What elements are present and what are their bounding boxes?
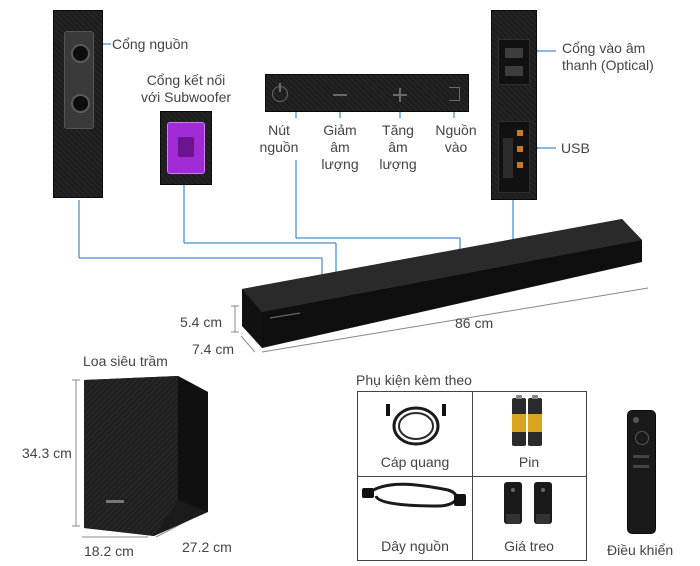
remote-dpad — [635, 431, 649, 445]
optical-port-slot-bottom — [505, 66, 523, 76]
accessories-title: Phụ kiện kèm theo — [356, 372, 472, 388]
btn-power-label: Nút nguồn — [256, 122, 302, 156]
remote-label: Điều khiển — [607, 542, 674, 558]
vol-down-label-line3: lượng — [321, 156, 359, 172]
optical-label-line2: thanh (Optical) — [562, 57, 654, 73]
subwoofer-title: Loa siêu trầm — [83, 353, 168, 369]
power-cord-icon — [362, 482, 466, 508]
usb-port — [498, 121, 530, 193]
soundbar-depth: 7.4 cm — [192, 341, 235, 357]
source-label-line2: vào — [444, 139, 468, 155]
vol-down-label-line1: Giảm — [323, 122, 357, 138]
rear-ports-panel — [491, 10, 537, 200]
subwoofer-width: 18.2 cm — [84, 543, 134, 559]
source-label: Nguồn vào — [428, 122, 484, 156]
vol-up-label-line3: lượng — [379, 156, 417, 172]
source-label-line1: Nguồn — [435, 122, 477, 138]
usb-port-detail-3 — [517, 162, 523, 168]
soundbar-height: 5.4 cm — [180, 314, 223, 330]
btn-power-label-line1: Nút — [268, 122, 290, 138]
volume-up-icon-v — [399, 88, 401, 102]
battery-icon — [512, 395, 542, 446]
vol-up-label-line1: Tăng — [382, 122, 414, 138]
optical-port — [498, 39, 530, 85]
optical-port-slot-top — [505, 48, 523, 58]
accessories-grid: Cáp quang Pin Dây nguồn Giá treo — [357, 391, 587, 561]
soundbar-width: 86 cm — [455, 315, 494, 331]
accessory-battery: Pin — [518, 454, 540, 470]
button-panel — [265, 74, 469, 112]
sub-port-panel — [160, 111, 212, 185]
remote-illustration — [627, 410, 656, 534]
usb-label: USB — [561, 140, 590, 156]
volume-down-icon — [333, 94, 347, 96]
sub-port-label: Cổng kết nối với Subwoofer — [134, 72, 238, 106]
power-port-label: Cổng nguồn — [112, 36, 189, 52]
power-port-panel — [53, 10, 103, 198]
optical-label-line1: Cổng vào âm — [562, 40, 646, 56]
power-socket-hole-top — [71, 44, 90, 63]
btn-power-label-line2: nguồn — [259, 139, 299, 155]
accessories-divider-h — [358, 476, 586, 477]
power-socket-hole-bottom — [71, 94, 90, 113]
subwoofer-height: 34.3 cm — [22, 445, 72, 461]
usb-port-slot — [503, 138, 513, 178]
vol-up-label: Tăng âm lượng — [374, 122, 422, 173]
optical-label: Cổng vào âm thanh (Optical) — [562, 40, 654, 74]
accessory-power-cord: Dây nguồn — [381, 538, 449, 554]
usb-port-detail-1 — [517, 130, 523, 136]
remote-button-row — [633, 455, 649, 458]
sub-port-label-line1: Cổng kết nối — [146, 72, 226, 88]
accessory-wall-mount: Giá treo — [504, 538, 554, 554]
sub-port-connector — [167, 122, 205, 174]
vol-up-label-line2: âm — [388, 139, 408, 155]
subwoofer-depth: 27.2 cm — [182, 539, 232, 555]
power-button-icon-stem — [279, 83, 281, 92]
power-socket — [64, 31, 94, 129]
accessory-optical-cable: Cáp quang — [380, 454, 450, 470]
vol-down-label: Giảm âm lượng — [316, 122, 364, 173]
remote-power-button — [633, 417, 639, 423]
sub-port-connector-socket — [178, 137, 194, 157]
usb-port-detail-2 — [517, 146, 523, 152]
sub-port-label-line2: với Subwoofer — [140, 89, 232, 105]
vol-down-label-line2: âm — [330, 139, 350, 155]
optical-cable-icon — [386, 404, 446, 446]
source-icon — [449, 87, 460, 101]
remote-button-row-2 — [633, 465, 649, 468]
wall-mount-icon — [504, 482, 552, 524]
